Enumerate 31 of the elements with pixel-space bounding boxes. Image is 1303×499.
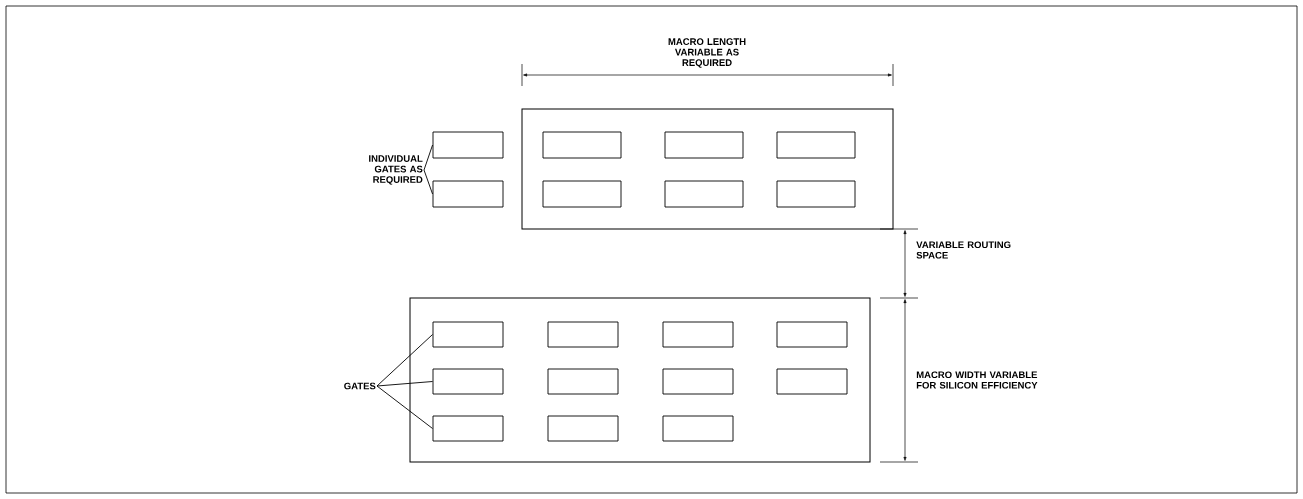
gate-box [432,180,504,208]
gate-box [664,180,744,208]
gate-box [432,368,504,395]
dimension-label: VARIABLE ROUTING SPACE [916,241,1011,259]
gate-box [547,321,619,348]
gate-box [432,415,504,442]
leader-line [376,334,433,387]
gate-box [776,368,848,395]
gate-box [776,131,856,159]
dimension-label: MACRO WIDTH VARIABLE FOR SILICON EFFICIENCY [916,371,1038,389]
gate-box [432,131,504,159]
gate-box [664,131,744,159]
leader-line [423,169,433,195]
leader-line [376,385,433,429]
gate-box [432,321,504,348]
dimension-label: MACRO LENGTH VARIABLE AS REQUIRED [668,38,746,68]
gate-box [547,368,619,395]
gate-box [547,415,619,442]
gate-box [542,180,622,208]
callout-text: INDIVIDUAL GATES AS REQUIRED [369,155,423,185]
callout-text: GATES [344,382,376,390]
macro-block [409,297,871,463]
gate-box [542,131,622,159]
leader-line [376,381,433,387]
leader-line [423,144,433,171]
gate-box [662,415,734,442]
gate-box [662,321,734,348]
gate-box [776,321,848,348]
gate-box [776,180,856,208]
gate-box [662,368,734,395]
macro-block [521,108,894,230]
